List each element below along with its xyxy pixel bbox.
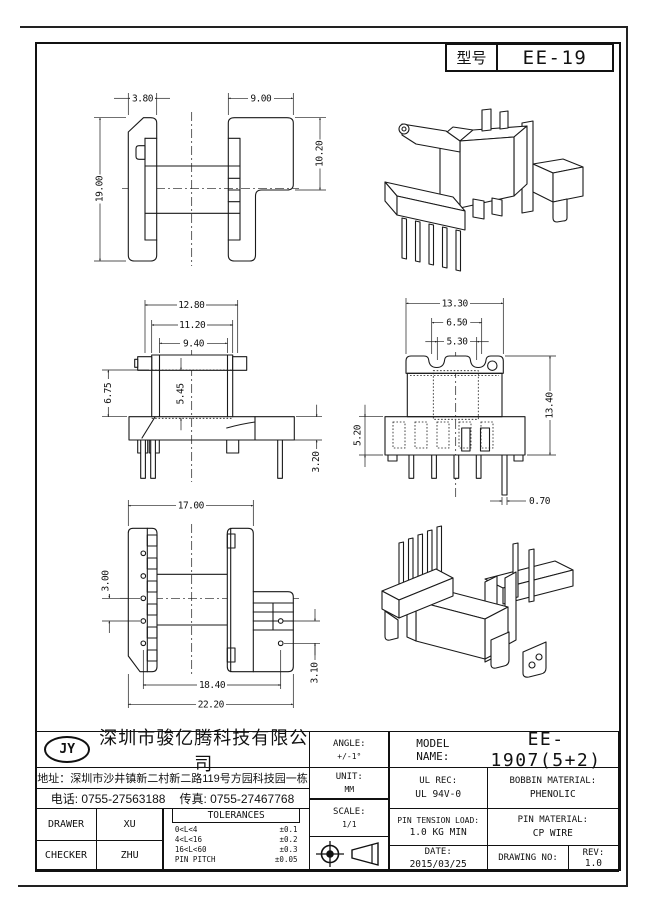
pin-tension-cell: PIN TENSION LOAD: 1.0 KG MIN (388, 808, 488, 847)
drawer-value-cell: XU (95, 808, 164, 841)
dim-front2-pin: 0.70 (529, 496, 551, 507)
outer-frame-bottom (18, 885, 628, 887)
rev-label: REV: (582, 847, 605, 858)
dim-top-w2: 18.40 (199, 680, 226, 691)
tolerances-title: TOLERANCES (207, 810, 265, 821)
dim-front2-w1: 13.30 (442, 298, 469, 309)
pin-material-value: CP WIRE (532, 828, 573, 840)
phone-cell: 电话: 0755-27563188 传真: 0755-27467768 (35, 788, 310, 809)
company-cell: JY 深圳市骏亿腾科技有限公司 (35, 728, 310, 774)
drawer-value: XU (123, 819, 136, 830)
drawing-views: 3.80 9.00 19.00 10.20 (94, 93, 584, 710)
scale-label: SCALE: (333, 806, 366, 817)
model-label-cell: 型号 (445, 43, 498, 72)
dim-side-left: 19.00 (95, 175, 106, 202)
model-name-value: EE-1907(5+2) (490, 728, 602, 771)
address-cell: 地址：深圳市沙井镇新二村新二路119号方园科技园一栋 (35, 767, 310, 789)
dim-top-w1: 17.00 (178, 501, 205, 512)
model-name-cell: MODEL NAME: EE-1907(5+2) (388, 728, 619, 771)
outer-frame-right (626, 26, 628, 886)
company-logo: JY (44, 736, 91, 763)
iso-view-top (384, 108, 584, 272)
unit-value: MM (344, 785, 355, 795)
drawer-label-cell: DRAWER (35, 808, 97, 841)
checker-label-cell: CHECKER (35, 839, 97, 872)
dim-side-top-right: 9.00 (250, 93, 272, 104)
bobbin-material-label: BOBBIN MATERIAL: (509, 775, 597, 786)
fax-text: 传真: 0755-27467768 (179, 792, 295, 806)
date-label: DATE: (424, 846, 452, 857)
dim-front-right: 3.20 (311, 451, 322, 473)
unit-label: UNIT: (335, 772, 363, 783)
ul-rec-cell: UL REC: UL 94V-0 (388, 766, 488, 810)
tolerance-row: 16<L<60±0.3 (174, 845, 298, 854)
scale-cell: SCALE: 1/1 (308, 798, 390, 838)
rev-cell: REV: 1.0 (567, 845, 619, 872)
pin-tension-value: 1.0 KG MIN (409, 827, 467, 839)
iso-view-bottom (381, 525, 574, 678)
dim-front2-left: 5.20 (353, 424, 364, 446)
dim-top-w3: 22.20 (198, 699, 225, 710)
model-value-cell: EE-19 (496, 43, 614, 72)
dim-side-right: 10.20 (315, 140, 326, 167)
angle-cell: ANGLE: +/-1° (308, 731, 390, 768)
dim-side-top-left: 3.80 (132, 93, 154, 104)
ul-rec-value: UL 94V-0 (415, 788, 462, 800)
third-angle-projection-icon (316, 840, 379, 867)
tolerance-row: 0<L<4±0.1 (174, 825, 298, 834)
model-name-label: MODEL NAME: (416, 736, 450, 763)
unit-cell: UNIT: MM (308, 766, 390, 800)
bobbin-material-value: PHENOLIC (529, 788, 576, 800)
tolerance-row: PIN PITCH±0.05 (174, 855, 298, 864)
ul-rec-label: UL REC: (419, 775, 458, 786)
dim-front-center: 5.45 (176, 384, 187, 405)
checker-value-cell: ZHU (95, 839, 164, 872)
tolerances-cell: TOLERANCES 0<L<4±0.1 4<L<16±0.2 16<L<60±… (162, 808, 311, 872)
dim-front-w1: 12.80 (178, 300, 205, 311)
rev-value: 1.0 (584, 857, 603, 869)
pin-material-cell: PIN MATERIAL: CP WIRE (486, 808, 619, 847)
dim-front2-right: 13.40 (545, 392, 556, 419)
pin-tension-label: PIN TENSION LOAD: (397, 816, 480, 826)
tolerances-header: TOLERANCES (171, 809, 301, 823)
checker-value: ZHU (120, 850, 139, 862)
dim-top-pitch-left: 3.00 (100, 570, 111, 592)
model-label: 型号 (456, 50, 487, 67)
drawing-no-cell: DRAWING NO: (486, 845, 570, 872)
dim-top-pitch-right: 3.10 (310, 662, 321, 684)
angle-value: +/-1° (337, 751, 362, 761)
address-text: 地址：深圳市沙井镇新二村新二路119号方园科技园一栋 (37, 773, 308, 785)
pin-material-label: PIN MATERIAL: (517, 815, 589, 826)
model-value: EE-19 (522, 46, 588, 69)
projection-symbol-cell (308, 835, 390, 872)
checker-label: CHECKER (44, 850, 88, 862)
front-view: 12.80 11.20 9.40 6.75 5.45 (102, 300, 322, 482)
drawer-label: DRAWER (47, 819, 85, 830)
dim-front-left: 6.75 (103, 383, 114, 404)
dim-front-w2: 11.20 (179, 320, 206, 331)
bobbin-material-cell: BOBBIN MATERIAL: PHENOLIC (486, 766, 619, 810)
sheet-border (35, 42, 621, 871)
tolerance-row: 4<L<16±0.2 (174, 835, 298, 844)
dim-front-w3: 9.40 (183, 338, 205, 349)
company-name: 深圳市骏亿腾科技有限公司 (99, 727, 309, 774)
front-view-2: 13.30 6.50 5.30 13.40 5.20 (353, 298, 556, 507)
date-value: 2015/03/25 (409, 858, 467, 870)
dim-front2-w3: 5.30 (447, 337, 469, 348)
scale-value: 1/1 (342, 819, 357, 829)
dim-front2-w2: 6.50 (446, 318, 468, 329)
date-cell: DATE: 2015/03/25 (388, 845, 488, 872)
angle-label: ANGLE: (333, 738, 366, 749)
side-view: 3.80 9.00 19.00 10.20 (94, 93, 326, 266)
outer-frame-top (20, 26, 628, 28)
drawing-no-label: DRAWING NO: (498, 853, 558, 864)
phone-text: 电话: 0755-27563188 (50, 792, 166, 806)
top-view: 17.00 3.00 18.40 22.20 3.10 (100, 500, 321, 710)
tolerances-list: 0<L<4±0.1 4<L<16±0.2 16<L<60±0.3 PIN PIT… (175, 825, 298, 865)
